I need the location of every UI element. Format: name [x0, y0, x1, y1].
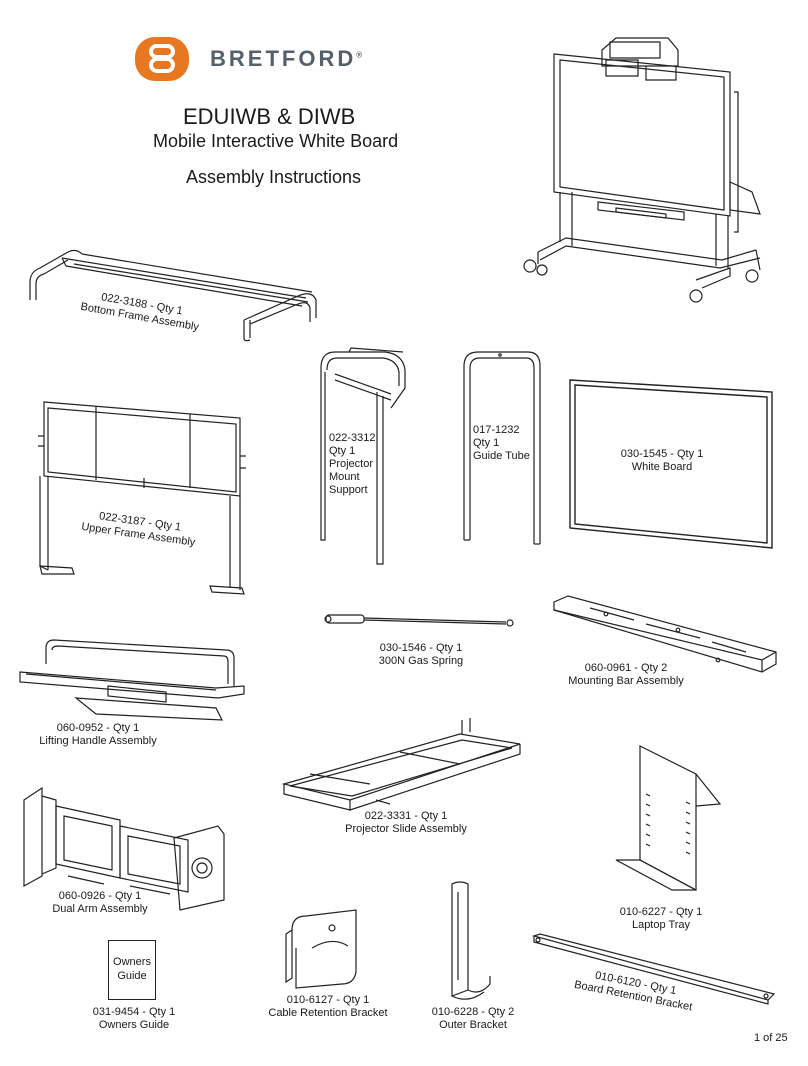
document-section-title: Assembly Instructions: [186, 167, 362, 187]
cable-retention-bracket-illustration: [282, 908, 372, 988]
page-number: 1 of 25: [754, 1032, 788, 1044]
dual-arm-illustration: [20, 786, 230, 906]
assembled-whiteboard-illustration: [516, 32, 776, 302]
white-board-illustration: [566, 378, 776, 550]
laptop-tray-illustration: [612, 744, 722, 894]
owners-guide-box-line2: Guide: [117, 970, 147, 982]
mounting-bar-illustration: [550, 596, 780, 676]
board-retention-bracket-illustration: [530, 934, 780, 1004]
outer-bracket-illustration: [440, 880, 500, 1000]
projector-slide-illustration: [280, 714, 530, 824]
document-title: EDUIWB & DIWB: [183, 104, 356, 129]
owners-guide-booklet: Owners Guide: [108, 940, 156, 1000]
bretford-logo-icon: [135, 37, 189, 81]
document-subtitle: Mobile Interactive White Board: [153, 131, 399, 151]
owners-guide-box-line1: Owners: [113, 956, 151, 968]
projector-mount-support-illustration: [315, 348, 415, 568]
brand-name: BRETFORD®: [210, 46, 363, 71]
upper-frame-illustration: [34, 396, 254, 596]
bottom-frame-illustration: [22, 230, 322, 345]
brand-logo: BRETFORD®: [134, 36, 390, 82]
gas-spring-illustration: [320, 612, 520, 632]
lifting-handle-illustration: [16, 636, 246, 726]
guide-tube-illustration: [460, 350, 550, 550]
